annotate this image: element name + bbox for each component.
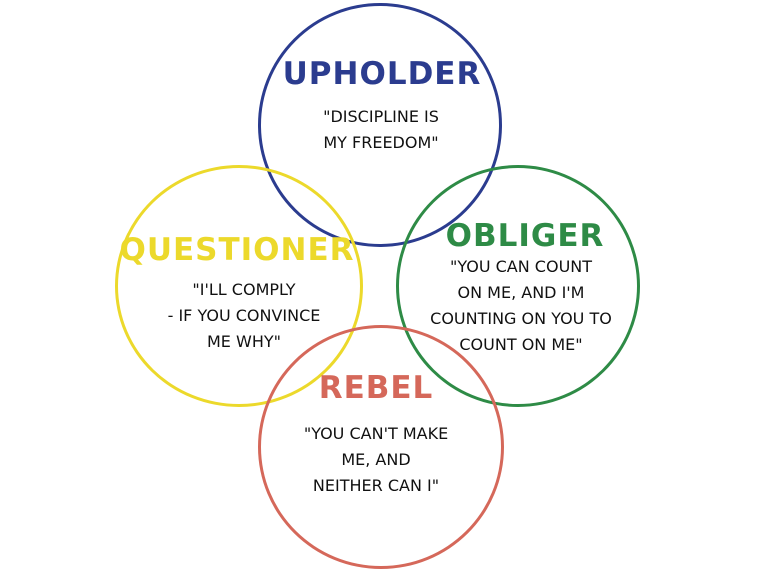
questioner-quote-line: ME WHY" (207, 332, 281, 351)
upholder-title: UPHOLDER (282, 56, 482, 92)
rebel-title: REBEL (318, 370, 434, 406)
rebel-quote-line: ME, AND (341, 450, 411, 469)
upholder-quote-line: MY FREEDOM" (323, 133, 439, 152)
questioner-title: QUESTIONER (119, 232, 355, 268)
rebel-circle (258, 325, 504, 569)
obliger-circle (396, 165, 640, 407)
upholder-quote: "DISCIPLINE IS MY FREEDOM" (323, 104, 439, 156)
questioner-quote: "I'LL COMPLY - IF YOU CONVINCE ME WHY" (168, 277, 321, 355)
rebel-quote-line: NEITHER CAN I" (312, 476, 440, 495)
questioner-quote-line: "I'LL COMPLY (192, 280, 296, 299)
upholder-quote-line: "DISCIPLINE IS (323, 107, 439, 126)
obliger-quote-line: ON ME, AND I'M (457, 283, 585, 302)
obliger-quote-line: COUNTING ON YOU TO (430, 309, 612, 328)
obliger-quote: "YOU CAN COUNT ON ME, AND I'M COUNTING O… (430, 254, 612, 358)
upholder-circle (258, 3, 502, 247)
rebel-quote-line: "YOU CAN'T MAKE (303, 424, 449, 443)
obliger-quote-line: COUNT ON ME" (459, 335, 583, 354)
questioner-quote-line: - IF YOU CONVINCE (167, 306, 321, 325)
rebel-quote: "YOU CAN'T MAKE ME, AND NEITHER CAN I" (304, 421, 448, 499)
questioner-circle (115, 165, 363, 407)
obliger-quote-line: "YOU CAN COUNT (449, 257, 593, 276)
obliger-title: OBLIGER (445, 218, 605, 254)
